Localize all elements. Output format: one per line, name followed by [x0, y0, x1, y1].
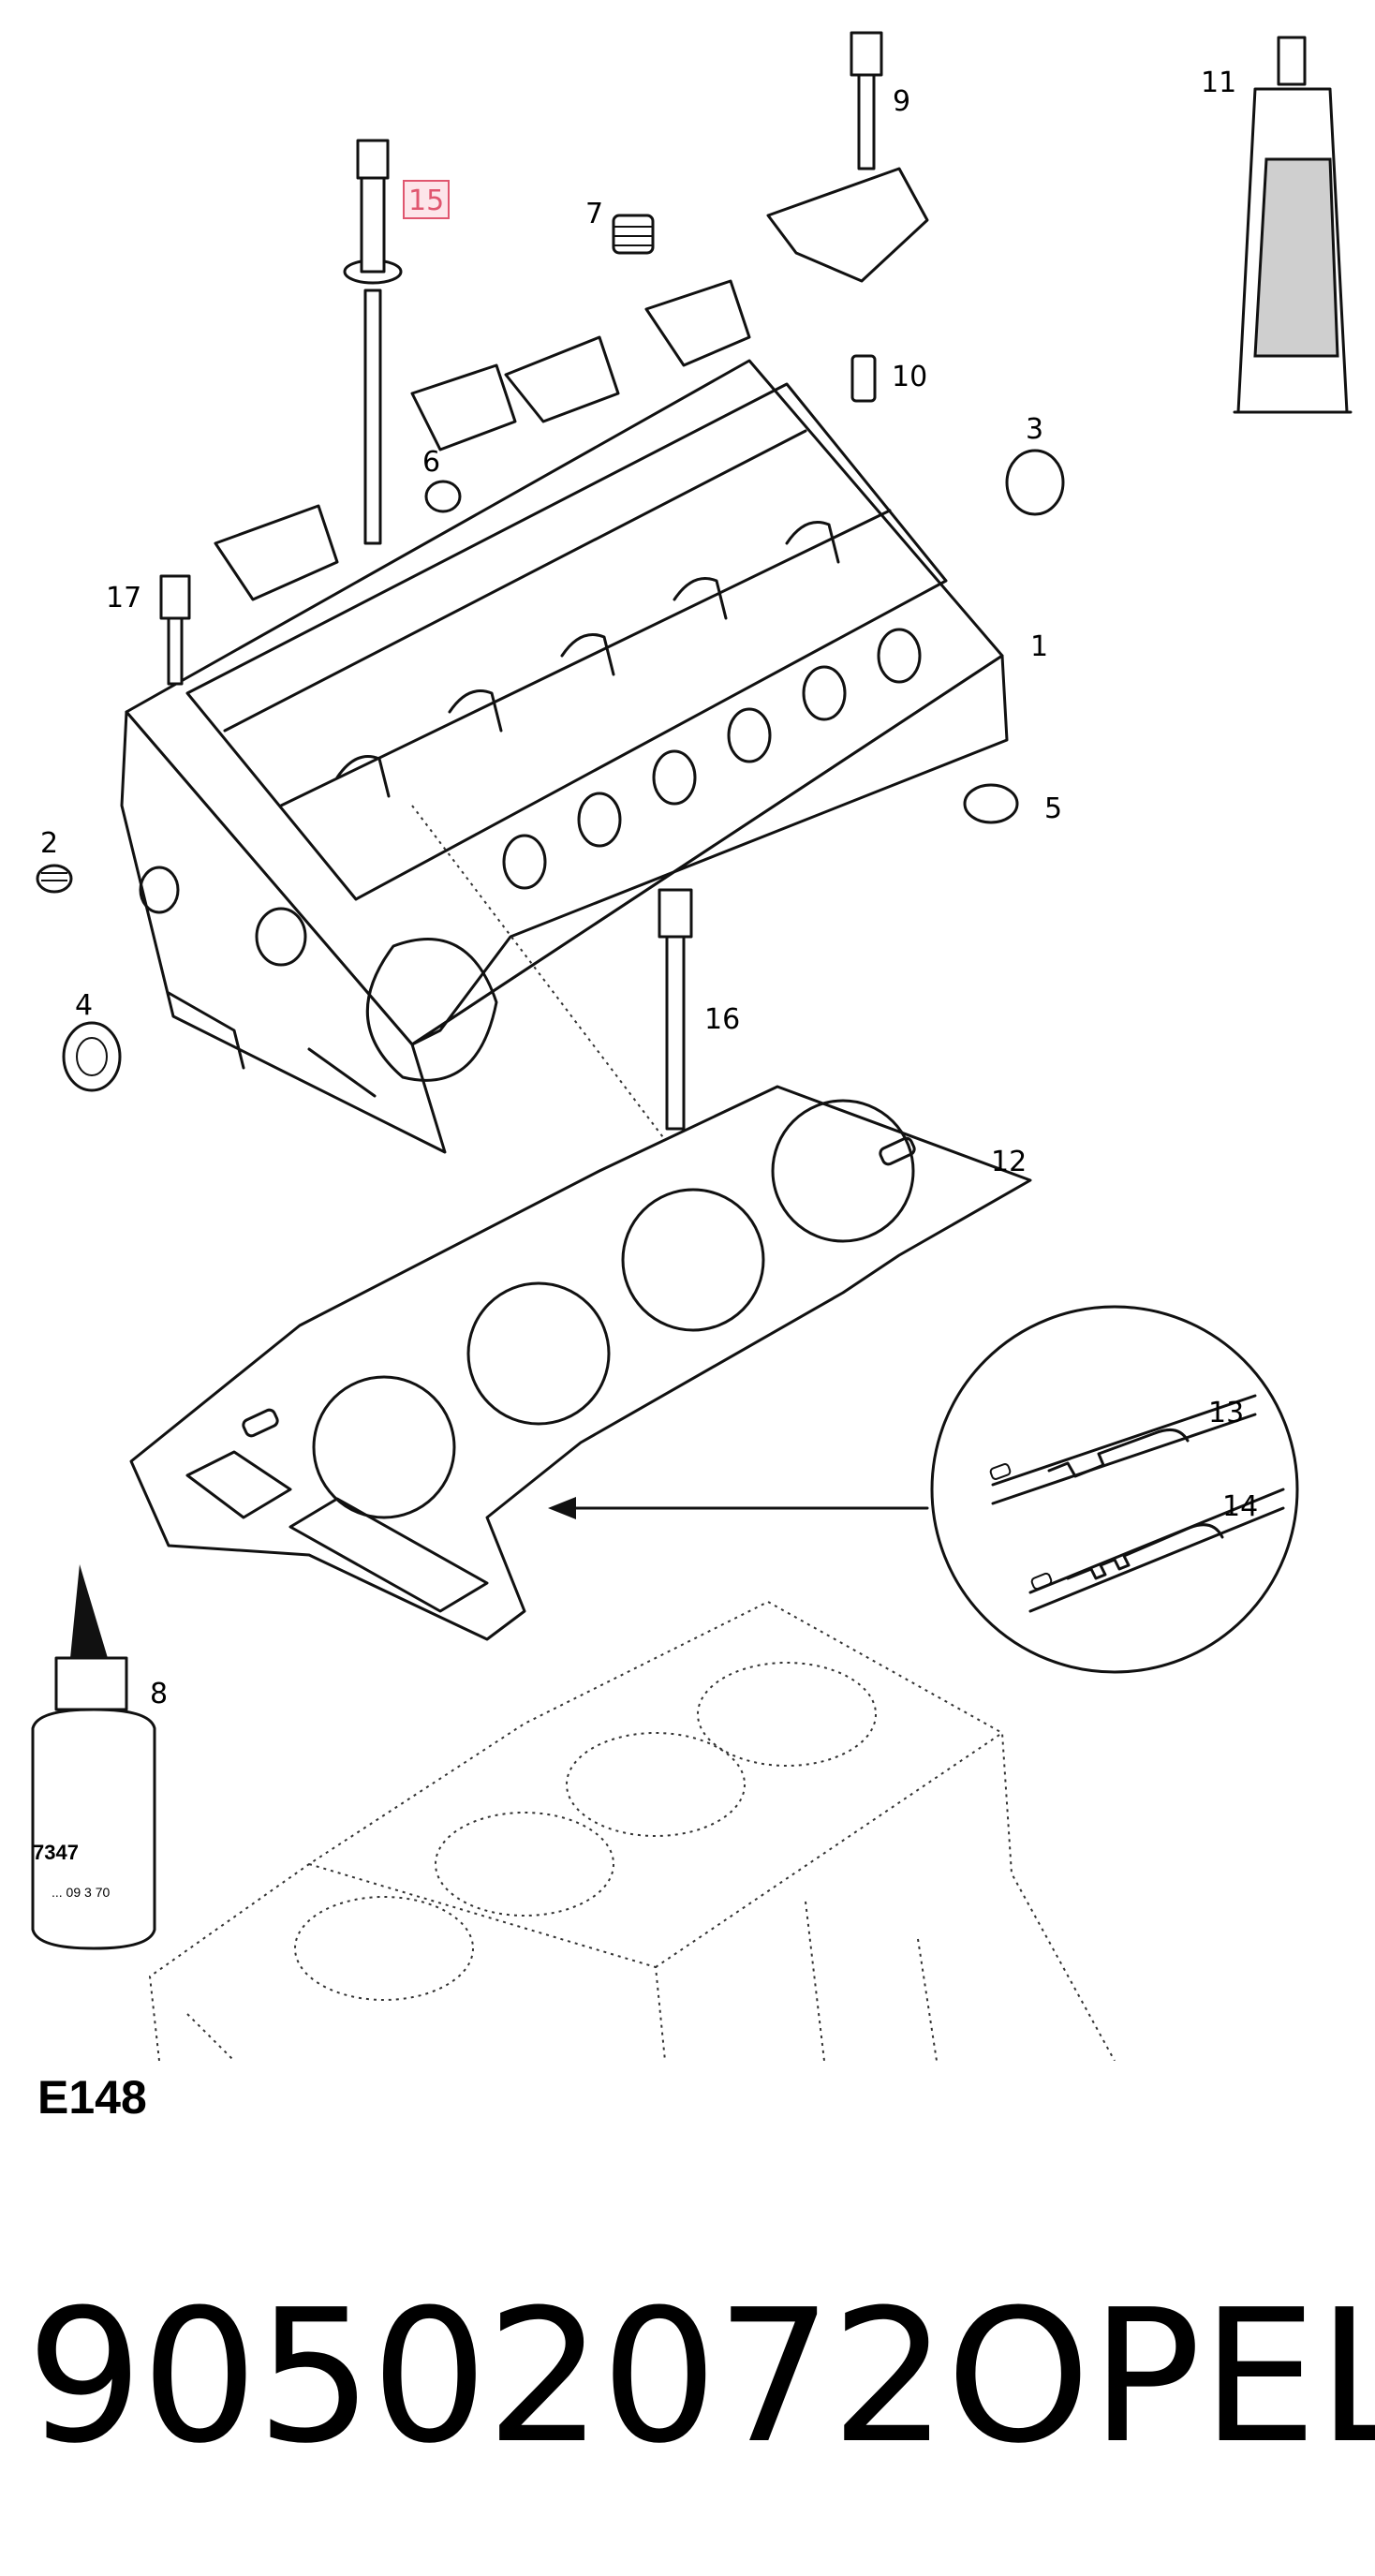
callout-10: 10	[892, 361, 927, 393]
plug-7	[612, 214, 655, 255]
callout-3: 3	[1026, 413, 1043, 446]
sealant-tube-11	[1233, 36, 1353, 414]
head-gasket	[129, 1085, 1032, 1641]
seal-6	[424, 480, 462, 513]
callout-13: 13	[1208, 1397, 1244, 1429]
callout-17: 17	[106, 582, 141, 614]
head-bolt-15	[343, 139, 403, 545]
plug-5	[963, 783, 1019, 824]
callout-9: 9	[893, 85, 910, 118]
callout-15: 15	[408, 185, 444, 217]
cylinder-head	[120, 359, 1009, 1154]
head-bolt-16	[658, 888, 693, 1131]
bolt-17	[159, 574, 191, 686]
gasket-detail-circle	[930, 1305, 1299, 1674]
callout-14: 14	[1222, 1490, 1258, 1523]
callout-4: 4	[75, 989, 93, 1022]
callout-12: 12	[991, 1146, 1027, 1178]
engine-block-outline	[148, 1600, 1116, 2061]
callout-8: 8	[150, 1678, 168, 1710]
camshaft-caps	[214, 167, 929, 601]
part-number: 90502072	[26, 2271, 948, 2484]
brand-name: OPEL	[946, 2271, 1375, 2484]
bottle-label-line2: ... 09 3 70	[52, 1885, 110, 1900]
plug-3	[1005, 449, 1065, 516]
dowel-10	[850, 354, 877, 403]
callout-1: 1	[1030, 630, 1048, 663]
adhesive-bottle-8: 7347 ... 09 3 70	[31, 1564, 156, 1950]
callout-5: 5	[1044, 792, 1062, 825]
page-code: E148	[37, 2071, 147, 2124]
callout-7: 7	[585, 198, 603, 230]
callout-16: 16	[704, 1003, 740, 1036]
callout-2: 2	[40, 827, 58, 860]
callout-6: 6	[422, 446, 440, 479]
part-2	[36, 864, 73, 894]
callout-15-highlight	[403, 180, 450, 219]
detail-arrow	[548, 1497, 929, 1519]
exploded-parts-diagram: 7347 ... 09 3 70 15 1 2 3 4 5 6 7 8 9 10…	[31, 31, 1353, 2061]
callout-11: 11	[1201, 67, 1236, 99]
bottle-label-line1: 7347	[33, 1841, 79, 1864]
seal-4	[62, 1021, 122, 1092]
bolt-9	[850, 31, 883, 170]
